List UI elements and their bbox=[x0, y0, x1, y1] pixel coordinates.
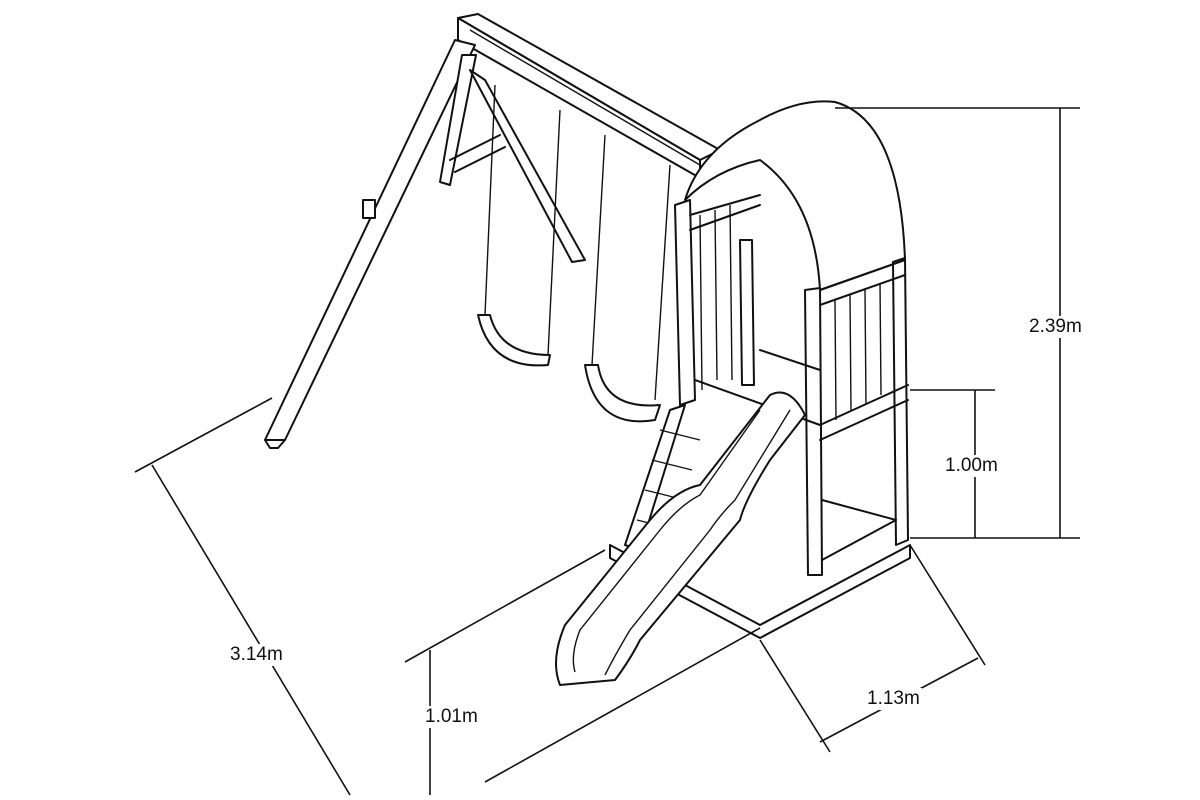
tower-width-label: 1.13m bbox=[865, 688, 922, 710]
slide bbox=[555, 391, 806, 686]
total-height-label: 2.39m bbox=[1027, 316, 1084, 338]
swings bbox=[477, 84, 671, 423]
swing-beam bbox=[457, 13, 721, 179]
slide-run-label: 1.01m bbox=[423, 706, 480, 728]
base-frame bbox=[609, 544, 911, 639]
dimension-lines bbox=[134, 107, 1080, 796]
platform-height-label: 1.00m bbox=[943, 455, 1000, 477]
play-tower bbox=[674, 100, 909, 576]
a-frame-legs bbox=[264, 39, 586, 449]
total-length-label: 3.14m bbox=[228, 644, 285, 666]
